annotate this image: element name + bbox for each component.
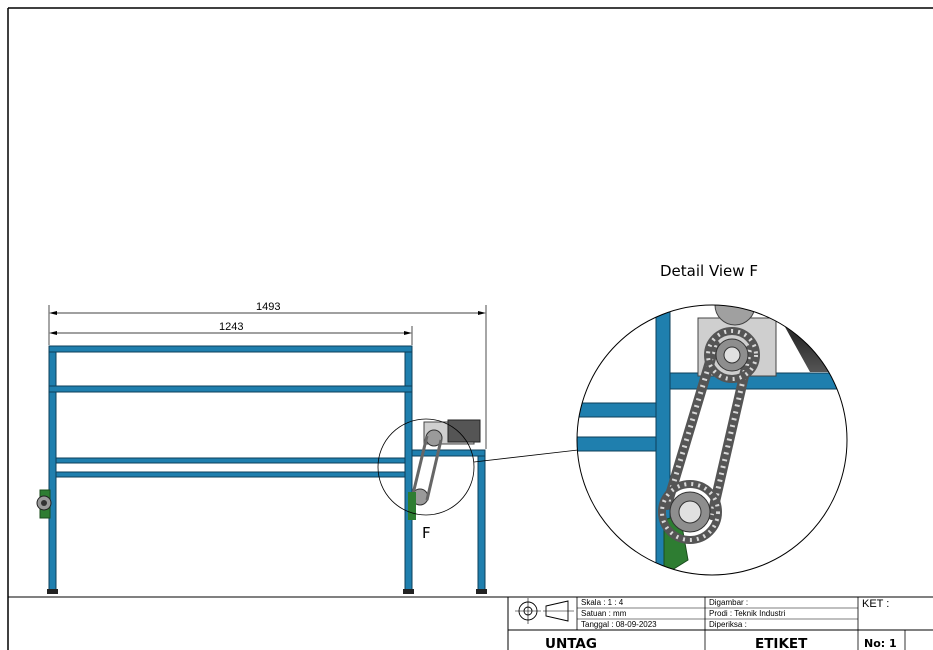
dimension-overall: 1493: [48, 301, 487, 449]
detail-marker-label: F: [422, 524, 431, 542]
dimension-frame-value: 1243: [219, 321, 243, 333]
detail-callout-circle: [377, 418, 475, 516]
sheet-border: [7, 7, 933, 650]
department-text: Prodi : Teknik Industri: [709, 609, 786, 618]
left-roller-mount: [36, 489, 52, 519]
dimension-overall-value: 1493: [256, 301, 280, 313]
sheet-label-text: ETIKET: [755, 636, 808, 650]
third-angle-projection-icon: [515, 598, 574, 624]
frame-front-view: [47, 345, 487, 594]
scale-text: Skala : 1 : 4: [581, 598, 624, 607]
drawn-by-text: Digambar :: [709, 598, 748, 607]
title-block: Skala : 1 : 4 Satuan : mm Tanggal : 08-0…: [507, 597, 933, 650]
unit-text: Satuan : mm: [581, 609, 627, 618]
remarks-text: KET :: [862, 598, 889, 610]
detail-view-f: [577, 305, 847, 575]
detail-leader-line: [473, 449, 579, 463]
checked-by-text: Diperiksa :: [709, 620, 747, 629]
detail-view-title: Detail View F: [660, 262, 758, 280]
motor-assembly-small: [408, 419, 481, 520]
date-text: Tanggal : 08-09-2023: [581, 620, 657, 629]
dimension-frame: 1243: [49, 321, 413, 345]
detail-view-boundary: [576, 304, 848, 576]
organization-text: UNTAG: [545, 636, 597, 650]
sheet-number-text: No: 1: [864, 637, 897, 650]
